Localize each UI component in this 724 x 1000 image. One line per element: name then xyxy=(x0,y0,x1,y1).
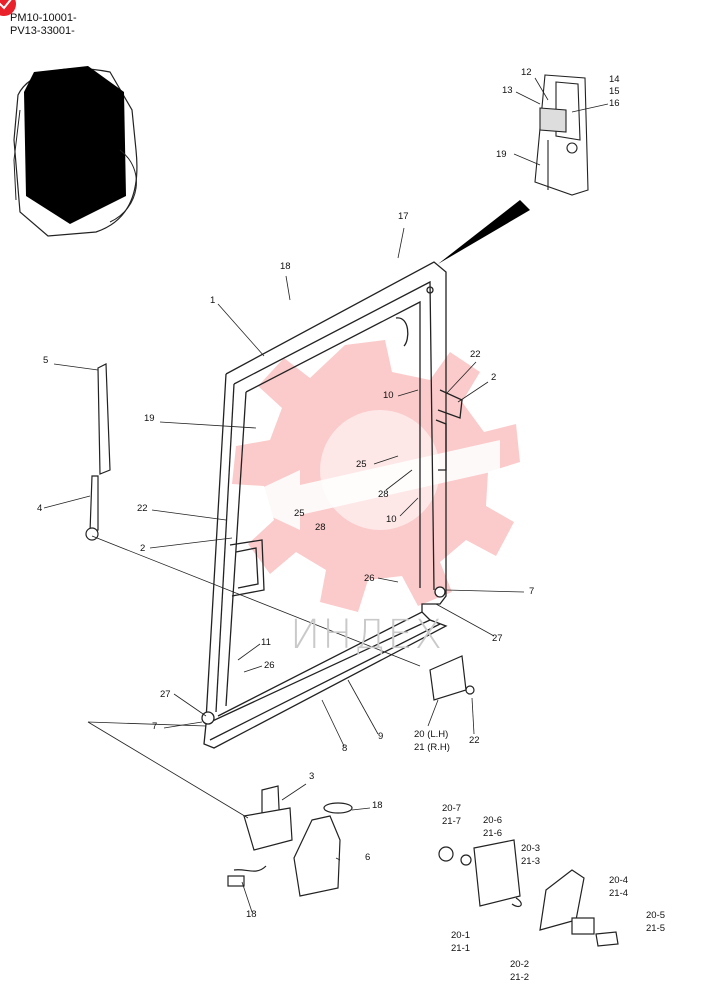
callout-label: 17 xyxy=(398,211,409,222)
callout-label: 2 xyxy=(491,372,497,383)
callout-label: 22 xyxy=(137,503,148,514)
callout-label: 21-2 xyxy=(510,972,530,983)
callout-label: 18 xyxy=(372,800,383,811)
callout-label: 11 xyxy=(261,637,271,648)
washer-tank xyxy=(293,802,353,897)
callout-label: 25 xyxy=(356,459,367,470)
callout-label: 16 xyxy=(609,98,620,109)
callout-label: 21-7 xyxy=(442,816,462,827)
callout-label: 22 xyxy=(470,349,481,360)
cab-thumbnail xyxy=(13,66,138,237)
callout-label: 20-6 xyxy=(483,815,503,826)
callout-label: 28 xyxy=(315,522,326,533)
callout-label: 13 xyxy=(502,85,513,96)
leader-lines xyxy=(43,77,609,913)
callout-label: 7 xyxy=(152,721,158,732)
latch-assembly xyxy=(429,655,619,947)
serial-number-2: PV13-33001- xyxy=(10,25,75,37)
callout-label: 5 xyxy=(43,355,49,366)
callout-label: 15 xyxy=(609,86,620,97)
callout-label: 3 xyxy=(309,771,315,782)
callout-label: 20-7 xyxy=(442,803,462,814)
callout-label: 21-3 xyxy=(521,856,541,867)
callout-label: 20-5 xyxy=(646,910,666,921)
wiper xyxy=(85,363,111,541)
callout-label: 21-1 xyxy=(451,943,471,954)
hinge-detail xyxy=(534,74,589,196)
callout-label: 21-6 xyxy=(483,828,503,839)
callout-label: 21-5 xyxy=(646,923,666,934)
callout-label: 12 xyxy=(521,67,532,78)
watermark-text: ИНДЕХ xyxy=(290,612,445,658)
callout-label: 22 xyxy=(469,735,480,746)
callout-label: 28 xyxy=(378,489,389,500)
callout-label: 19 xyxy=(144,413,155,424)
callout-label: 20-2 xyxy=(510,959,530,970)
callout-label: 14 xyxy=(609,74,620,85)
callout-label: 10 xyxy=(383,390,394,401)
callout-label: 20-1 xyxy=(451,930,471,941)
callout-label: 2 xyxy=(140,543,146,554)
callout-label: 25 xyxy=(294,508,305,519)
serial-number-1: PM10-10001- xyxy=(10,12,77,24)
callout-label: 7 xyxy=(529,586,535,597)
callout-label: 4 xyxy=(37,503,43,514)
callout-label: 27 xyxy=(492,633,503,644)
callout-label: 1 xyxy=(210,295,216,306)
wiper-motor xyxy=(227,785,293,887)
callout-label: 20 (L.H) xyxy=(414,729,449,740)
callout-label: 18 xyxy=(280,261,291,272)
callout-label: 26 xyxy=(364,573,375,584)
callout-label: 27 xyxy=(160,689,171,700)
callout-label: 6 xyxy=(365,852,371,863)
callout-label: 20-3 xyxy=(521,843,541,854)
callout-label: 9 xyxy=(378,731,384,742)
callout-label: 18 xyxy=(246,909,257,920)
detail-pointer xyxy=(438,200,530,264)
callout-label: 19 xyxy=(496,149,507,160)
callout-label: 10 xyxy=(386,514,397,525)
callout-label: 21-4 xyxy=(609,888,629,899)
callout-label: 21 (R.H) xyxy=(414,742,450,753)
callout-label: 20-4 xyxy=(609,875,629,886)
corner-badge xyxy=(0,0,16,16)
callout-label: 8 xyxy=(342,743,348,754)
callout-label: 26 xyxy=(264,660,275,671)
